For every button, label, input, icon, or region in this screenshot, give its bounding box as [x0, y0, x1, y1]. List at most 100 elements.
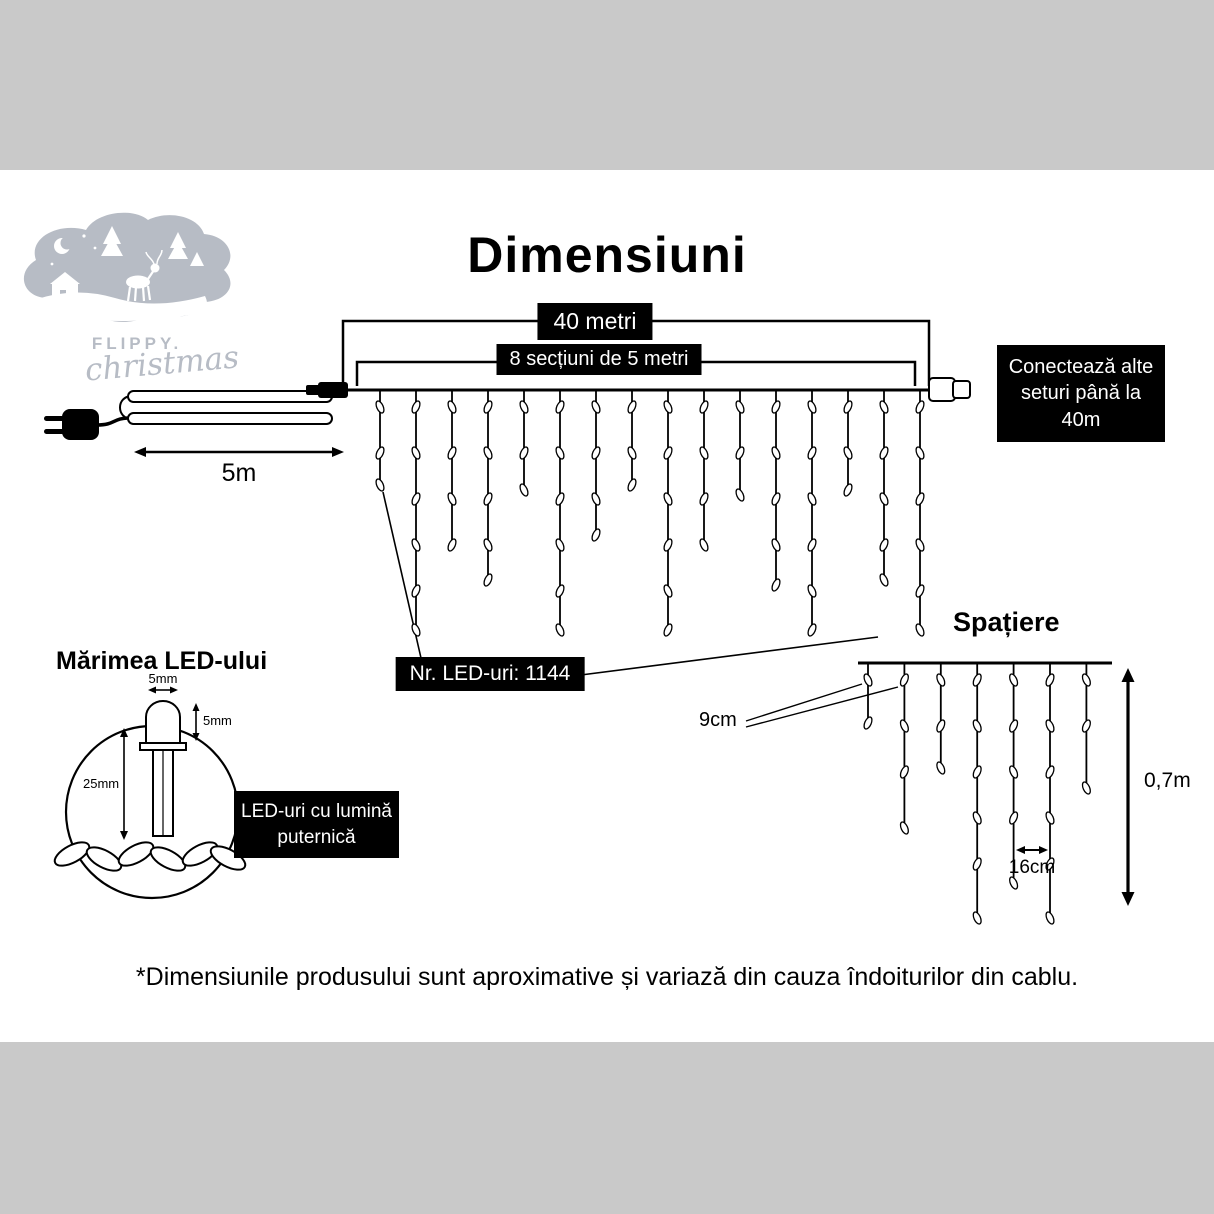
- led-bulb: [899, 719, 909, 733]
- led-bulb: [375, 478, 385, 492]
- led-bulb: [1081, 673, 1091, 687]
- led-note-badge: LED-uri cu lumină puternică: [234, 791, 399, 859]
- led-bulb: [915, 446, 925, 460]
- led-bulb: [1045, 911, 1055, 925]
- led-bulb: [843, 483, 853, 497]
- led-bulb: [627, 400, 637, 414]
- led-width-arrow: [148, 686, 178, 694]
- led-bulb: [771, 400, 781, 414]
- led-bulb: [1081, 719, 1091, 733]
- led-bulb: [591, 528, 601, 542]
- twisted-wire: [53, 841, 247, 872]
- led-body-length-label: 25mm: [83, 776, 120, 791]
- led-bulb: [1009, 811, 1019, 825]
- led-bulb: [411, 492, 421, 506]
- led-bulb: [483, 400, 493, 414]
- led-bulb: [879, 400, 889, 414]
- power-plug-icon: [44, 409, 131, 440]
- led-bulb: [555, 584, 565, 598]
- led-cap-width-label: 5mm: [148, 671, 178, 686]
- led-bulb: [663, 584, 673, 598]
- tree-icon: [170, 232, 186, 248]
- led-bulb: [699, 400, 709, 414]
- led-bulb: [483, 492, 493, 506]
- led-bulb: [447, 446, 457, 460]
- led-bulb: [375, 400, 385, 414]
- led-bulb: [879, 538, 889, 552]
- led-bulb: [1045, 719, 1055, 733]
- led-bulb: [915, 584, 925, 598]
- led-bulb: [807, 623, 817, 637]
- led-bulb: [519, 483, 529, 497]
- led-bulb: [771, 578, 781, 592]
- led-bulb: [375, 446, 385, 460]
- led-bulb: [591, 400, 601, 414]
- led-bulb: [483, 446, 493, 460]
- led-bulb: [899, 673, 909, 687]
- led-bulb: [771, 492, 781, 506]
- led-bulb: [1009, 876, 1019, 890]
- snow-ground: [34, 292, 207, 321]
- led-size-heading: Mărimea LED-ului: [56, 647, 268, 675]
- led-bulb: [519, 400, 529, 414]
- led-bulb: [555, 492, 565, 506]
- led-bulb: [411, 400, 421, 414]
- led-bulb: [807, 400, 817, 414]
- led-count-pointer-lines: [382, 491, 879, 677]
- led-bulb: [915, 400, 925, 414]
- led-bulb: [447, 400, 457, 414]
- led-bulb: [972, 673, 982, 687]
- spacing-9cm-pointer-lines: [745, 683, 899, 728]
- logo-illustration: [23, 212, 231, 322]
- led-bulb: [663, 446, 673, 460]
- spacing-16cm-arrow: [1016, 846, 1048, 854]
- string-inline-connector: [306, 382, 348, 398]
- connect-note-badge: Conectează alte seturi până la 40m: [997, 345, 1165, 443]
- led-bulb: [411, 446, 421, 460]
- lead-5m-arrow: [134, 447, 344, 457]
- led-bulb: [915, 492, 925, 506]
- main-curtain-drops: [375, 391, 925, 637]
- led-bulb: [663, 538, 673, 552]
- led-bulb: [627, 478, 637, 492]
- tree-icon: [101, 236, 123, 256]
- logo-brand-text: FLIPPY.: [91, 334, 183, 353]
- led-bulb: [915, 623, 925, 637]
- led-bulb: [1009, 765, 1019, 779]
- tree-icon: [103, 226, 121, 244]
- led-cap-height-arrow: [192, 703, 200, 741]
- led-bulb: [699, 446, 709, 460]
- drop-gap-label: 9cm: [699, 709, 737, 731]
- led-bulb: [972, 811, 982, 825]
- led-bulb: [591, 446, 601, 460]
- sections-badge: 8 secțiuni de 5 metri: [496, 344, 702, 375]
- led-bulb: [1045, 765, 1055, 779]
- led-bulb: [699, 538, 709, 552]
- led-bulb: [972, 911, 982, 925]
- total-length-badge: 40 metri: [537, 303, 653, 340]
- led-bulb: [972, 765, 982, 779]
- led-cap-height-label: 5mm: [203, 713, 232, 728]
- tree-icon: [190, 252, 204, 266]
- led-bulb: [843, 400, 853, 414]
- end-connector-icon: [928, 377, 971, 402]
- led-bulb: [879, 446, 889, 460]
- led-bulb: [807, 584, 817, 598]
- led-bulb: [555, 446, 565, 460]
- led-bulb: [483, 538, 493, 552]
- led-body-length-arrow: [120, 728, 128, 840]
- star-icon: [93, 246, 97, 250]
- led-bulb: [735, 488, 745, 502]
- led-bulb: [843, 446, 853, 460]
- led-bulb: [807, 446, 817, 460]
- led-bulb: [411, 584, 421, 598]
- led-bulb: [936, 673, 946, 687]
- led-bulb: [735, 400, 745, 414]
- lead-wire: [119, 390, 333, 425]
- led-bulb: [879, 573, 889, 587]
- led-bulb: [411, 538, 421, 552]
- led-bulb: [899, 821, 909, 835]
- led-bulb: [936, 761, 946, 775]
